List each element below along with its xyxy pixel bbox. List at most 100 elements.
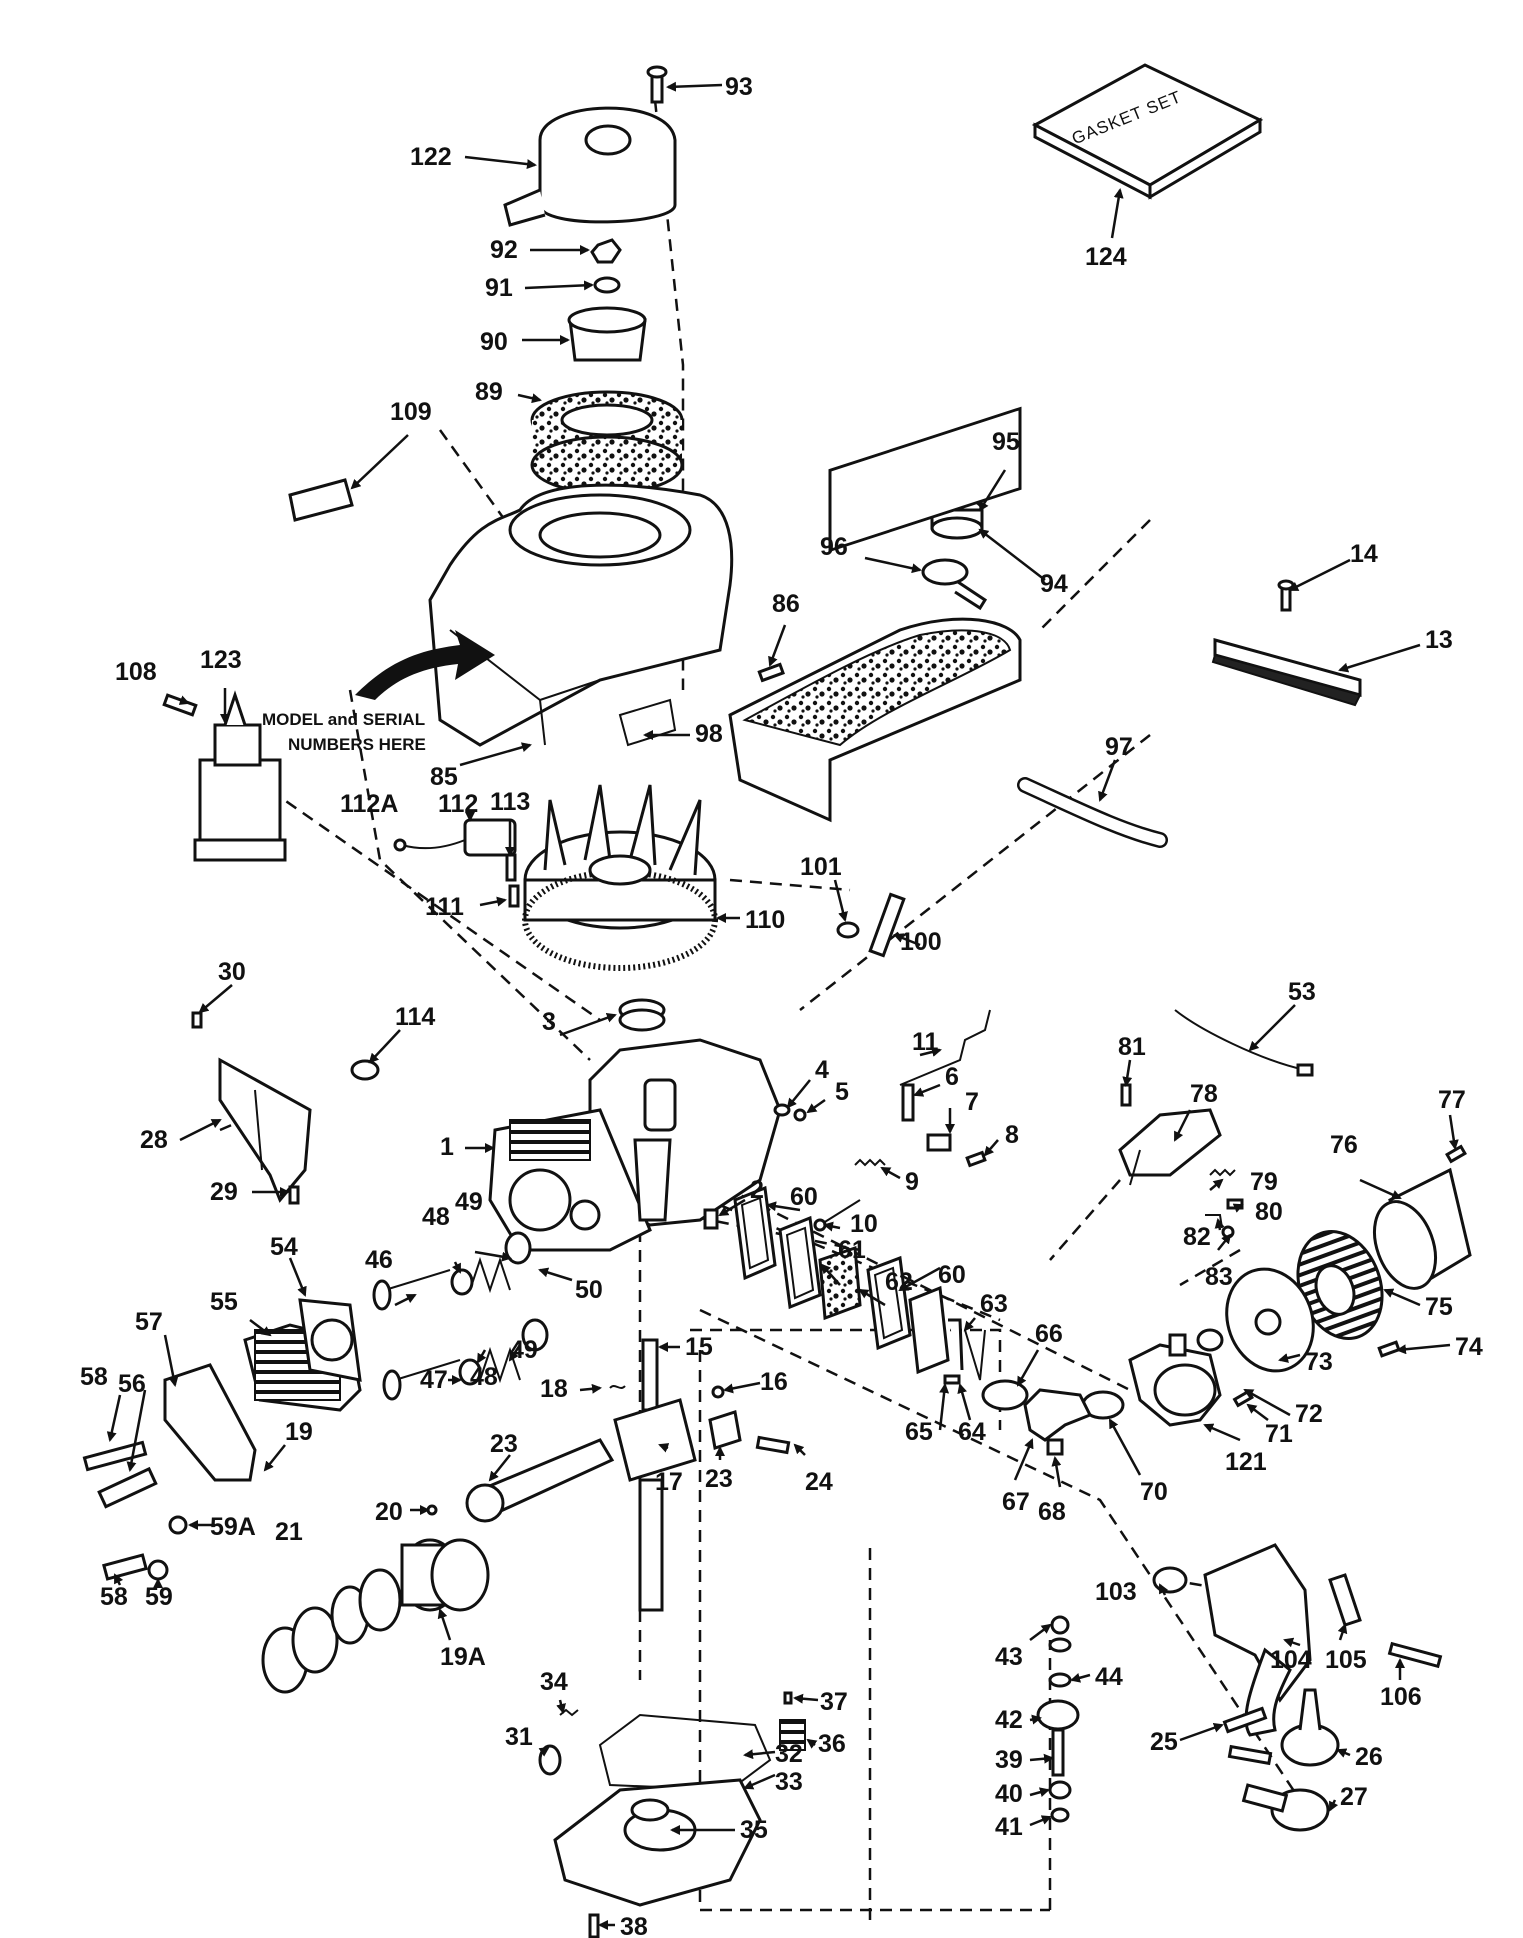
shaft-39 bbox=[1051, 1728, 1065, 1777]
control-bracket-78 bbox=[1118, 1108, 1222, 1186]
callout-124: 124 bbox=[1085, 243, 1127, 271]
plug-114 bbox=[350, 1059, 380, 1081]
screw-64 bbox=[943, 1374, 961, 1385]
callout-91: 91 bbox=[485, 274, 513, 302]
gasket-60a bbox=[733, 1185, 777, 1281]
callout-66: 66 bbox=[1035, 1320, 1063, 1348]
head-gasket-54 bbox=[298, 1298, 362, 1382]
fuel-pump-26 bbox=[1280, 1688, 1340, 1767]
gasket-set-box-124: GASKET SET bbox=[1031, 63, 1264, 200]
pin-4 bbox=[773, 1103, 791, 1117]
plunger-31 bbox=[538, 1744, 562, 1776]
lever-6 bbox=[901, 1083, 915, 1122]
callout-19: 19 bbox=[285, 1418, 313, 1446]
callout-72: 72 bbox=[1295, 1400, 1323, 1428]
valve-46 bbox=[372, 1269, 451, 1311]
callout-46: 46 bbox=[365, 1246, 393, 1274]
bolt-58b bbox=[102, 1553, 148, 1581]
callout-63: 63 bbox=[980, 1290, 1008, 1318]
screw-77 bbox=[1445, 1144, 1467, 1164]
intake-gasket-66 bbox=[981, 1379, 1029, 1411]
callout-23b: 23 bbox=[705, 1465, 733, 1493]
callout-38: 38 bbox=[620, 1913, 648, 1938]
screw-74 bbox=[1377, 1340, 1401, 1358]
washer-48a bbox=[450, 1268, 474, 1296]
callout-80: 80 bbox=[1255, 1198, 1283, 1226]
callout-leaders bbox=[106, 81, 1459, 1930]
note-line2: NUMBERS HERE bbox=[288, 735, 426, 754]
cylinder-block-1 bbox=[488, 1038, 782, 1252]
callout-6: 6 bbox=[945, 1063, 959, 1091]
callout-92: 92 bbox=[490, 236, 518, 264]
tube-65 bbox=[964, 1329, 986, 1381]
rod-cap-23 bbox=[708, 1410, 742, 1450]
callout-65: 65 bbox=[905, 1418, 933, 1446]
callout-49b: 49 bbox=[510, 1336, 538, 1364]
callout-28: 28 bbox=[140, 1126, 168, 1154]
callout-8: 8 bbox=[1005, 1121, 1019, 1149]
callout-121: 121 bbox=[1225, 1448, 1267, 1476]
fitting-27 bbox=[1241, 1783, 1330, 1832]
governor-gear-42 bbox=[1036, 1699, 1080, 1731]
washer-41 bbox=[1050, 1807, 1070, 1823]
bracket-13 bbox=[1211, 638, 1362, 707]
fuel-tank-94 bbox=[728, 406, 1022, 823]
callout-85: 85 bbox=[430, 763, 458, 791]
piston-19 bbox=[400, 1538, 490, 1612]
screw-111 bbox=[508, 884, 520, 908]
note-line1: MODEL and SERIAL bbox=[262, 710, 425, 729]
serial-pointer-arrow bbox=[355, 630, 495, 700]
assembly-guide-lines bbox=[219, 99, 1302, 1920]
starter-motor-123 bbox=[193, 690, 287, 862]
callout-16: 16 bbox=[760, 1368, 788, 1396]
callout-81: 81 bbox=[1118, 1033, 1146, 1061]
callout-18: 18 bbox=[540, 1375, 568, 1403]
callout-77: 77 bbox=[1438, 1086, 1466, 1114]
callout-74: 74 bbox=[1455, 1333, 1483, 1361]
gasket-32 bbox=[598, 1713, 772, 1792]
governor-link-53 bbox=[1174, 1009, 1314, 1077]
spring-49a bbox=[469, 1256, 511, 1294]
callout-23a: 23 bbox=[490, 1430, 518, 1458]
bracket-57 bbox=[163, 1363, 257, 1482]
spring-79 bbox=[1209, 1168, 1236, 1177]
callout-93: 93 bbox=[725, 73, 753, 101]
callout-31: 31 bbox=[505, 1723, 533, 1751]
callout-104: 104 bbox=[1270, 1646, 1312, 1674]
decal-109 bbox=[288, 478, 354, 522]
dipper-18 bbox=[609, 1385, 626, 1389]
callout-82: 82 bbox=[1183, 1223, 1211, 1251]
callout-10: 10 bbox=[850, 1210, 878, 1238]
washer-48b bbox=[458, 1358, 482, 1386]
callout-95: 95 bbox=[992, 428, 1020, 456]
air-cleaner-base-73 bbox=[1225, 1267, 1315, 1373]
callout-54: 54 bbox=[270, 1233, 298, 1261]
callout-59: 59 bbox=[145, 1583, 173, 1611]
callout-50: 50 bbox=[575, 1276, 603, 1304]
callout-70: 70 bbox=[1140, 1478, 1168, 1506]
callout-90: 90 bbox=[480, 328, 508, 356]
callout-13: 13 bbox=[1425, 626, 1453, 654]
callout-60a: 60 bbox=[790, 1183, 818, 1211]
callout-100: 100 bbox=[900, 928, 942, 956]
callout-109: 109 bbox=[390, 398, 432, 426]
callout-2: 2 bbox=[750, 1176, 764, 1204]
callout-15: 15 bbox=[685, 1333, 713, 1361]
callout-122: 122 bbox=[410, 143, 452, 171]
screw-37 bbox=[783, 1691, 793, 1705]
crankcase-cover-33 bbox=[553, 1778, 762, 1907]
callout-14: 14 bbox=[1350, 540, 1378, 568]
screw-93 bbox=[646, 65, 668, 104]
washer-59A bbox=[168, 1515, 188, 1535]
callout-33: 33 bbox=[775, 1768, 803, 1796]
callout-83: 83 bbox=[1205, 1263, 1233, 1291]
fuel-line-97 bbox=[1017, 777, 1168, 848]
intake-pipe-67 bbox=[1023, 1388, 1093, 1442]
callout-57: 57 bbox=[135, 1308, 163, 1336]
valve-47 bbox=[382, 1359, 461, 1401]
callout-96: 96 bbox=[820, 533, 848, 561]
callout-49a: 49 bbox=[455, 1188, 483, 1216]
callout-108: 108 bbox=[115, 658, 157, 686]
callout-55: 55 bbox=[210, 1288, 238, 1316]
